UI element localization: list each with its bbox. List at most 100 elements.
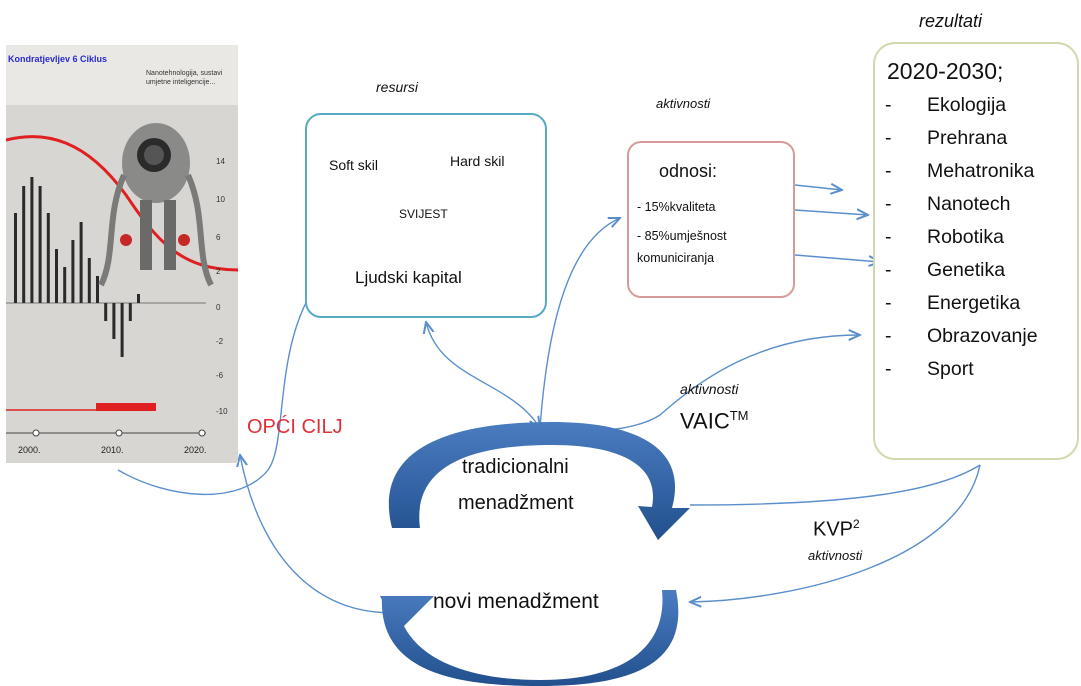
poster-y-tick: 6 xyxy=(216,233,221,242)
label-aktivnosti-bottom: aktivnosti xyxy=(808,548,863,563)
list-dash: - xyxy=(885,325,892,347)
arrow-rez-to-novi xyxy=(690,464,981,602)
poster-graphic xyxy=(6,45,238,463)
label-resursi: resursi xyxy=(376,79,419,95)
rezultati-item-label: Energetika xyxy=(927,292,1021,314)
rezultati-item-label: Robotika xyxy=(927,226,1004,248)
list-dash: - xyxy=(885,160,892,182)
poster-bar xyxy=(38,186,42,303)
arrow-vaic xyxy=(585,335,860,432)
traditional-label-1: tradicionalni xyxy=(462,456,569,478)
odnosi-line-3: komuniciranja xyxy=(637,251,715,265)
poster-bar xyxy=(112,303,116,339)
poster-bar xyxy=(55,249,58,303)
odnosi-line-1: - 15%kvaliteta xyxy=(637,200,716,214)
ljudski-kapital-text: Ljudski kapital xyxy=(355,268,462,287)
arrow-odnosi-rez-3 xyxy=(794,254,880,262)
robot-illustration xyxy=(98,123,214,287)
rezultati-item-label: Nanotech xyxy=(927,193,1011,215)
list-dash: - xyxy=(885,259,892,281)
resursi-box: Soft skil Hard skil SVIJEST Ljudski kapi… xyxy=(305,113,547,318)
rezultati-item-label: Ekologija xyxy=(927,94,1007,116)
traditional-label-2: menadžment xyxy=(458,492,574,514)
poster-bar xyxy=(120,303,124,357)
poster-caption: Nanotehnologija, sustavi umjetne intelig… xyxy=(146,70,223,86)
poster-y-tick: 14 xyxy=(216,157,225,166)
arrow-odnosi-rez-1 xyxy=(794,185,842,190)
rezultati-item: - Mehatronika xyxy=(885,160,1034,183)
rezultati-item: - Nanotech xyxy=(885,193,1010,216)
rezultati-item-label: Mehatronika xyxy=(927,160,1035,182)
rezultati-item: - Obrazovanje xyxy=(885,325,1038,348)
arrow-resursi-traditional xyxy=(426,322,540,428)
vaic-sup: TM xyxy=(729,408,749,423)
arrow-poster-to-resursi xyxy=(117,268,330,496)
kvp-text: KVP xyxy=(813,518,854,541)
rezultati-period: 2020-2030; xyxy=(887,58,1004,84)
rezultati-item: - Prehrana xyxy=(885,127,1007,150)
poster-bar xyxy=(71,240,75,303)
list-dash: - xyxy=(885,94,892,116)
rezultati-box: 2020-2030; - Ekologija - Prehrana - Mehatroni… xyxy=(873,42,1079,460)
list-dash: - xyxy=(885,292,892,314)
rezultati-item: - Genetika xyxy=(885,259,1005,282)
poster-y-tick: 2 xyxy=(216,267,221,276)
poster-y-tick: 0 xyxy=(216,303,221,312)
poster-x-tick: 2020. xyxy=(184,445,207,455)
kvp-sup: 2 xyxy=(853,517,860,531)
odnosi-line-2: - 85%umješnost xyxy=(637,229,727,243)
poster-bar xyxy=(128,303,132,321)
poster-bar xyxy=(104,303,108,321)
label-vaic: VAICTM xyxy=(680,408,749,434)
hard-skill-text: Hard skil xyxy=(450,153,505,169)
label-aktivnosti-top: aktivnosti xyxy=(656,96,711,111)
list-dash: - xyxy=(885,127,892,149)
label-opci-cilj: OPĆI CILJ xyxy=(247,416,343,438)
new-cycle-arrow xyxy=(380,590,679,686)
new-management-label: novi menadžment xyxy=(433,590,599,613)
svijest-text: SVIJEST xyxy=(399,207,448,221)
rezultati-item-label: Sport xyxy=(927,358,974,380)
arrow-novi-to-poster xyxy=(240,455,406,614)
poster-bar xyxy=(137,294,140,303)
rezultati-item-label: Obrazovanje xyxy=(927,325,1038,347)
rezultati-item-label: Prehrana xyxy=(927,127,1008,149)
label-kvp: KVP2 xyxy=(813,517,860,542)
list-dash: - xyxy=(885,226,892,248)
list-dash: - xyxy=(885,193,892,215)
rezultati-item: - Sport xyxy=(885,358,974,381)
vaic-text: VAIC xyxy=(680,408,730,434)
arrow-traditional-to-rez xyxy=(689,464,981,506)
poster-bar xyxy=(14,213,17,303)
poster-y-tick: 10 xyxy=(216,195,225,204)
soft-skill-text: Soft skil xyxy=(329,157,379,173)
label-rezultati: rezultati xyxy=(919,11,983,31)
poster-bar xyxy=(96,276,99,303)
poster-bar xyxy=(30,177,34,303)
kondratiev-poster: Kondratjevljev 6 Ciklus Nanotehnologija,… xyxy=(6,45,238,463)
arrow-odnosi-rez-2 xyxy=(794,210,868,215)
rezultati-item: - Ekologija xyxy=(885,94,1006,117)
poster-title: Kondratjevljev 6 Ciklus xyxy=(8,54,108,64)
arrow-traditional-to-odnosi xyxy=(539,218,620,429)
poster-y-tick: -6 xyxy=(216,371,224,380)
odnosi-box: odnosi: - 15%kvaliteta - 85%umješnost ko… xyxy=(627,141,795,298)
poster-x-tick: 2000. xyxy=(18,445,41,455)
rezultati-item: - Robotika xyxy=(885,226,1004,249)
label-aktivnosti-mid: aktivnosti xyxy=(680,381,739,397)
poster-bar xyxy=(22,186,26,303)
poster-bar xyxy=(87,258,91,303)
poster-y-tick: -2 xyxy=(216,337,224,346)
list-dash: - xyxy=(885,358,892,380)
traditional-cycle-arrow xyxy=(388,422,690,540)
poster-y-tick: -10 xyxy=(216,407,228,416)
poster-bar xyxy=(63,267,67,303)
odnosi-title: odnosi: xyxy=(659,161,718,181)
poster-x-tick: 2010. xyxy=(101,445,124,455)
poster-bars xyxy=(14,177,140,357)
poster-bar xyxy=(46,213,50,303)
rezultati-item: - Energetika xyxy=(885,292,1020,315)
poster-bar xyxy=(79,222,83,303)
rezultati-item-label: Genetika xyxy=(927,259,1006,281)
